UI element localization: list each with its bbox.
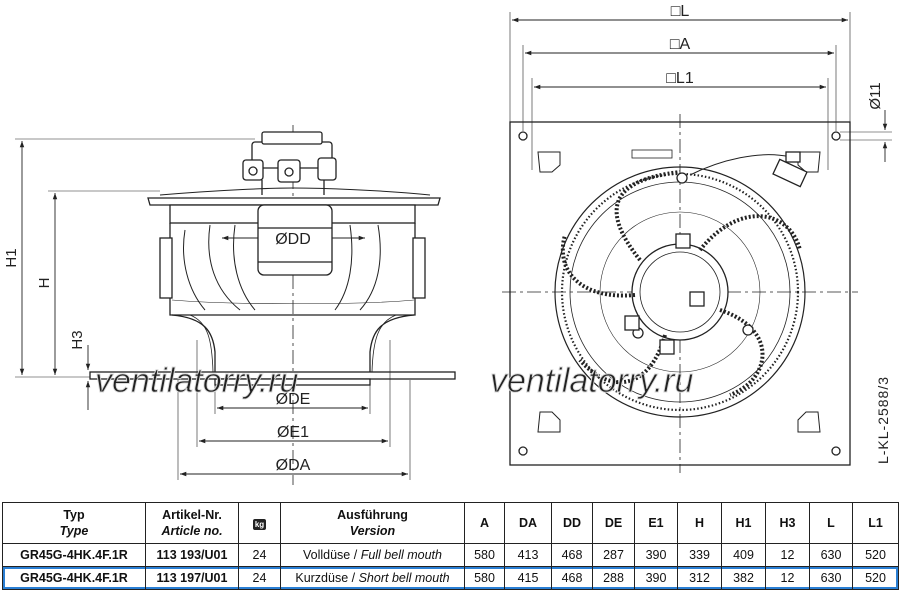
header-e1: E1 <box>634 502 678 544</box>
cell-de: 288 <box>592 566 635 590</box>
header-a: A <box>464 502 505 544</box>
cell-h1: 382 <box>721 566 766 590</box>
dim-label-l1: □L1 <box>666 70 694 87</box>
cell-article: 113 193/U01 <box>145 543 239 567</box>
side-view <box>89 125 456 485</box>
cell-h1: 409 <box>721 543 766 567</box>
header-article: Artikel-Nr.Article no. <box>145 502 239 544</box>
watermark-left: ventilatorry.ru <box>95 362 299 400</box>
watermark-right: ventilatorry.ru <box>490 362 694 400</box>
cell-version: Volldüse / Full bell mouth <box>280 543 465 567</box>
header-l1: L1 <box>852 502 899 544</box>
header-dd: DD <box>551 502 593 544</box>
cell-type: GR45G-4HK.4F.1R <box>2 566 146 590</box>
dim-label-h1: H1 <box>3 248 20 267</box>
cell-de: 287 <box>592 543 635 567</box>
header-l: L <box>809 502 853 544</box>
cell-e1: 390 <box>634 543 678 567</box>
weight-kg-icon: kg <box>252 519 267 530</box>
dim-label-h: H <box>36 278 53 289</box>
header-h: H <box>677 502 722 544</box>
cell-type: GR45G-4HK.4F.1R <box>2 543 146 567</box>
dim-label-l: □L <box>671 3 690 20</box>
header-da: DA <box>504 502 552 544</box>
header-h3: H3 <box>765 502 810 544</box>
cell-a: 580 <box>464 566 505 590</box>
cell-dd: 468 <box>551 566 593 590</box>
side-view-dimensions <box>15 138 411 480</box>
cell-h3: 12 <box>765 543 810 567</box>
motor-terminal-box <box>242 131 337 195</box>
cell-h3: 12 <box>765 566 810 590</box>
cell-l1: 520 <box>852 566 899 590</box>
cell-h: 339 <box>677 543 722 567</box>
drawing-code: L-KL-2588/3 <box>875 376 891 464</box>
header-de: DE <box>592 502 635 544</box>
dim-label-e1: ØE1 <box>277 424 309 441</box>
front-view-labels: □L □A □L1 Ø11 L-KL-2588/3 <box>666 3 891 464</box>
side-view-labels: H1 H H3 ØDD ØDE ØE1 ØDA <box>3 231 311 474</box>
header-weight: kg <box>238 502 281 544</box>
technical-drawing: H1 H H3 ØDD ØDE ØE1 ØDA <box>3 3 892 485</box>
front-view-dimensions <box>509 12 892 170</box>
cell-weight: 24 <box>238 543 281 567</box>
front-view <box>502 114 858 473</box>
table-row: GR45G-4HK.4F.1R 113 193/U01 24 Volldüse … <box>2 543 899 567</box>
header-h1: H1 <box>721 502 766 544</box>
cell-dd: 468 <box>551 543 593 567</box>
cell-version: Kurzdüse / Short bell mouth <box>280 566 465 590</box>
table-row-highlighted: GR45G-4HK.4F.1R 113 197/U01 24 Kurzdüse … <box>2 566 899 590</box>
cell-article: 113 197/U01 <box>145 566 239 590</box>
cell-da: 413 <box>504 543 552 567</box>
dim-label-a: □A <box>670 36 691 53</box>
cell-a: 580 <box>464 543 505 567</box>
cell-l: 630 <box>809 543 853 567</box>
cell-h: 312 <box>677 566 722 590</box>
cell-e1: 390 <box>634 566 678 590</box>
dim-label-h3: H3 <box>69 330 86 349</box>
dim-label-dd: ØDD <box>275 231 311 248</box>
cell-l1: 520 <box>852 543 899 567</box>
cell-weight: 24 <box>238 566 281 590</box>
dim-label-hole: Ø11 <box>867 82 884 109</box>
cell-da: 415 <box>504 566 552 590</box>
dim-label-da: ØDA <box>276 457 311 474</box>
cell-l: 630 <box>809 566 853 590</box>
dim-label-de: ØDE <box>276 391 311 408</box>
